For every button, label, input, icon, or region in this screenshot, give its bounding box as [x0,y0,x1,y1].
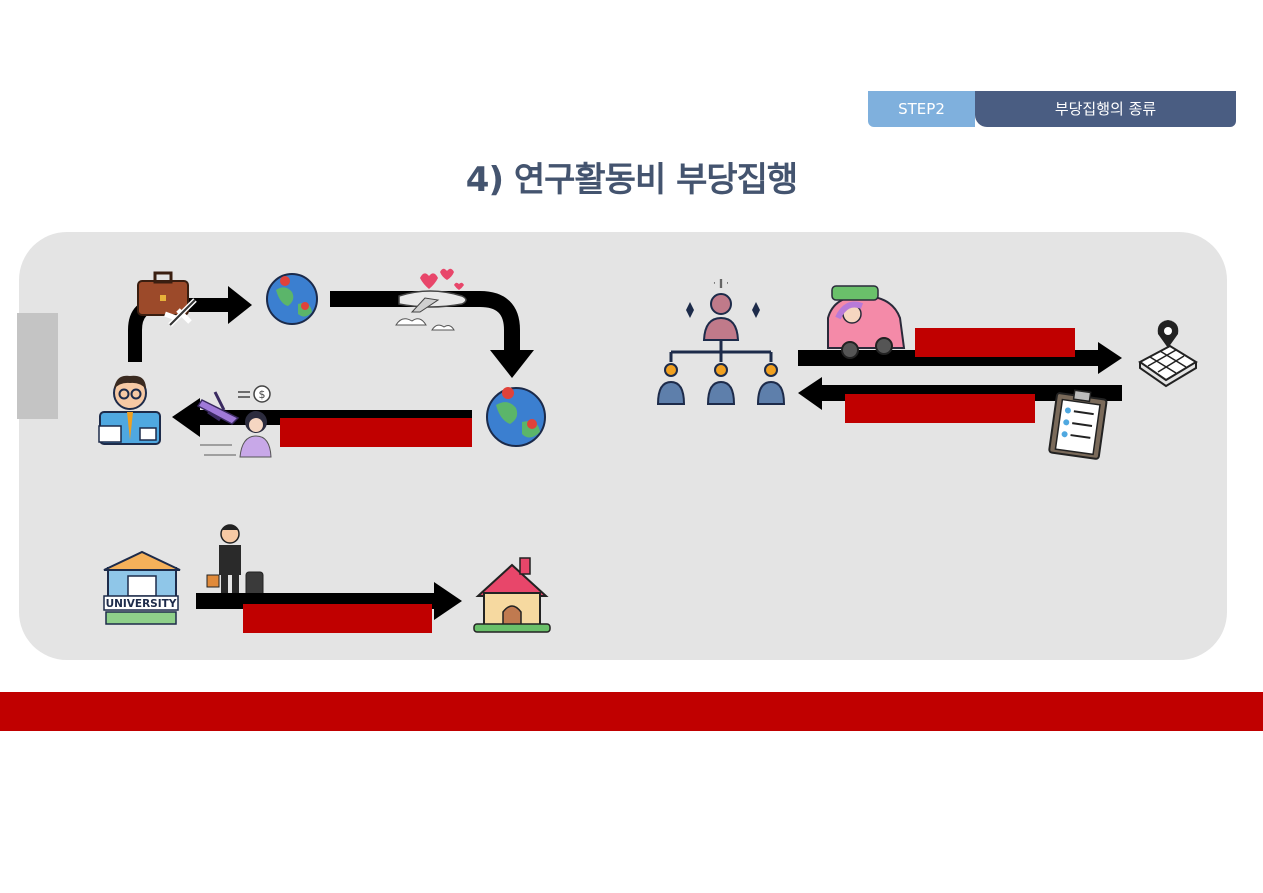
airplane-hearts-icon [395,268,467,331]
traveler-icon [206,524,264,598]
page-title: 4) 연구활동비 부당집행 [465,160,798,200]
globe-icon [266,273,318,325]
org-chart-icon: · ‖ · [656,279,786,405]
svg-text:· ‖ ·: · ‖ · [713,279,729,289]
redaction-box [243,604,432,633]
clipboard-icon [1048,389,1108,460]
step-title: 부당집행의 종류 [975,91,1236,127]
redaction-box [280,418,472,447]
house-icon [473,557,551,633]
loop-arrow-right-down [330,291,534,378]
side-tab [17,313,58,419]
travel-expense-icon: $ [196,385,272,458]
location-grid-icon [1138,320,1198,388]
university-label: UNIVERSITY [106,598,177,610]
university-icon: UNIVERSITY [103,550,181,625]
redaction-box [915,328,1075,357]
researcher-icon [98,375,161,445]
briefcase-plane-icon [137,271,197,327]
car-trip-icon [827,285,906,359]
redaction-box [845,394,1035,423]
step-tab: STEP2 [868,91,975,127]
globe-icon [486,387,546,447]
dollar-sign: $ [259,388,266,401]
footer-red-bar [0,692,1263,731]
